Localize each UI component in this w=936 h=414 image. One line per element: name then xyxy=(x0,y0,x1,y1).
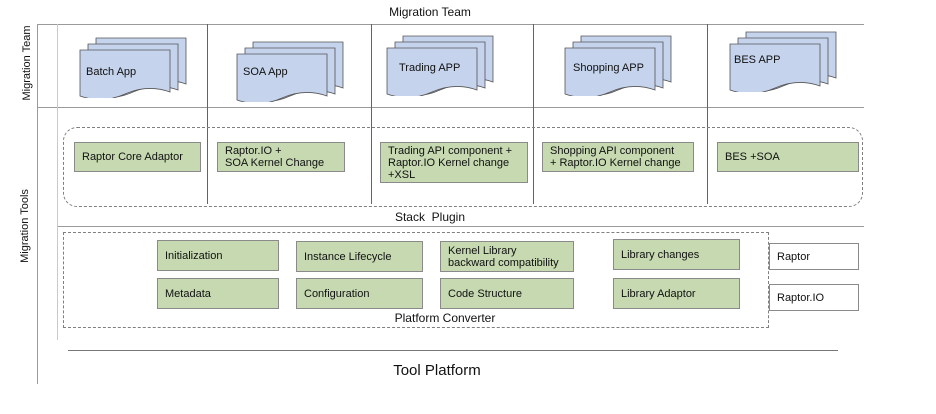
tool-platform-title: Tool Platform xyxy=(393,362,481,379)
platform-code-structure: Code Structure xyxy=(440,278,574,309)
document-stack-icon xyxy=(729,31,837,92)
frame-top-line xyxy=(37,24,864,25)
platform-library-adaptor: Library Adaptor xyxy=(613,278,740,309)
stack-component-trading-api: Trading API component + Raptor.IO Kernel… xyxy=(380,142,528,183)
raptor-box: Raptor xyxy=(769,243,859,270)
app-label: BES APP xyxy=(734,54,781,66)
platform-converter-container xyxy=(63,232,769,328)
app-stack-shopping: Shopping APP xyxy=(563,34,675,96)
document-stack-icon xyxy=(236,41,344,102)
migration-team-side-label: Migration Team xyxy=(21,25,33,101)
platform-metadata: Metadata xyxy=(157,278,279,309)
app-label: Shopping APP xyxy=(573,62,644,74)
platform-instance-lifecycle: Instance Lifecycle xyxy=(296,241,423,272)
raptor-io-box: Raptor.IO xyxy=(769,284,859,311)
frame-tools-separator xyxy=(57,226,864,227)
migration-tools-side-label: Migration Tools xyxy=(19,189,31,263)
stack-component-raptor-core: Raptor Core Adaptor xyxy=(74,142,201,172)
column-divider-3 xyxy=(533,24,534,204)
stack-plugin-caption: Stack Plugin xyxy=(394,210,466,224)
frame-left-line xyxy=(37,24,38,384)
stack-component-shopping-api: Shopping API component + Raptor.IO Kerne… xyxy=(542,142,694,172)
document-stack-icon xyxy=(564,35,672,96)
platform-configuration: Configuration xyxy=(296,278,423,309)
platform-initialization: Initialization xyxy=(157,240,279,271)
tool-platform-line xyxy=(68,350,838,351)
platform-kernel-library: Kernel Library backward compatibility xyxy=(440,241,574,272)
column-divider-2 xyxy=(371,24,372,204)
frame-team-separator xyxy=(37,107,864,108)
app-stack-trading: Trading APP xyxy=(385,34,497,96)
app-label: SOA App xyxy=(243,66,288,78)
document-stack-icon xyxy=(79,37,187,98)
diagram-title: Migration Team xyxy=(389,5,471,19)
stack-plugin-container xyxy=(63,127,863,207)
platform-library-changes: Library changes xyxy=(613,239,740,270)
app-stack-soa: SOA App xyxy=(235,40,347,102)
column-divider-1 xyxy=(207,24,208,204)
stack-component-bes-soa: BES +SOA xyxy=(717,142,859,172)
app-stack-bes: BES APP xyxy=(728,30,840,92)
app-label: Batch App xyxy=(86,66,137,78)
column-divider-4 xyxy=(707,24,708,204)
app-stack-batch: Batch App xyxy=(78,36,190,98)
platform-converter-caption: Platform Converter xyxy=(394,311,496,325)
stack-component-soa-kernel: Raptor.IO + SOA Kernel Change xyxy=(217,142,345,172)
app-label: Trading APP xyxy=(399,62,461,74)
document-stack-icon xyxy=(386,35,494,96)
section-label-divider xyxy=(57,24,58,340)
